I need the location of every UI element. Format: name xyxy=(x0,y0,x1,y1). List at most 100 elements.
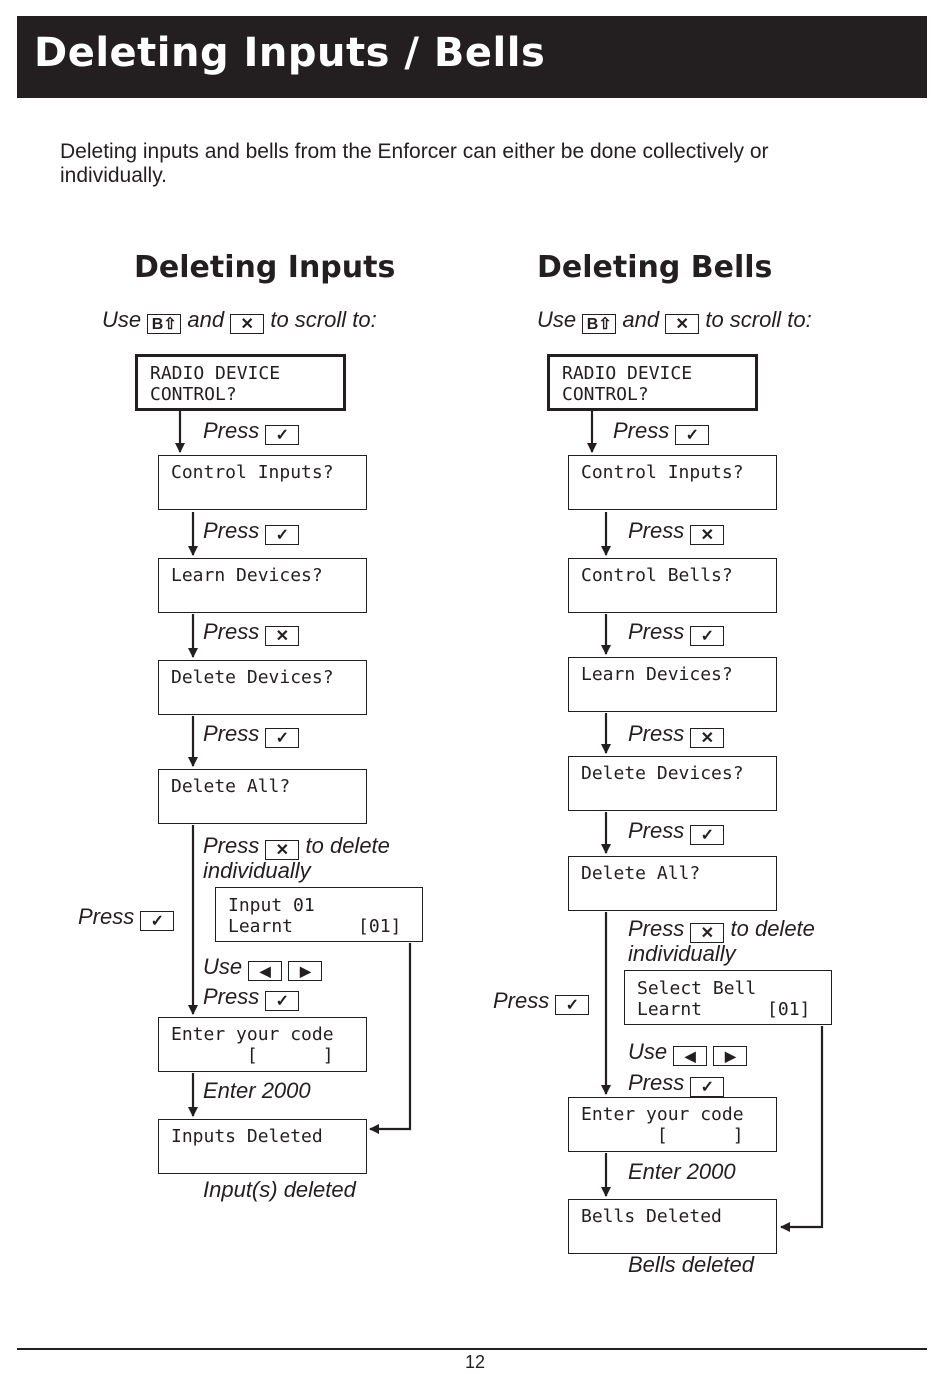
bells-press-tick-all: Press ✓ xyxy=(493,988,590,1015)
page-header: Deleting Inputs / Bells xyxy=(17,16,927,98)
lcd-radio-device-control: RADIO DEVICE CONTROL? xyxy=(547,354,758,411)
inputs-scroll-instruction: Use B⇧ and ✕ to scroll to: xyxy=(102,307,377,334)
press-label: Press xyxy=(628,721,685,746)
x-key-icon: ✕ xyxy=(690,525,725,545)
lcd-enter-your-code: Enter your code [ ] xyxy=(568,1097,777,1152)
lcd-delete-all: Delete All? xyxy=(568,856,777,911)
use-label: Use xyxy=(628,1039,668,1064)
individually-label: individually xyxy=(203,858,311,883)
lcd-inputs-deleted: Inputs Deleted xyxy=(158,1119,367,1174)
inputs-use-arrows: Use ◀ ▶ xyxy=(203,954,323,981)
inputs-step-press: Press ✓ xyxy=(203,984,300,1011)
lcd-radio-device-control: RADIO DEVICE CONTROL? xyxy=(135,354,346,411)
bells-use-arrows: Use ◀ ▶ xyxy=(628,1039,748,1066)
lcd-delete-devices: Delete Devices? xyxy=(158,660,367,715)
lcd-learn-devices: Learn Devices? xyxy=(158,558,367,613)
press-label: Press xyxy=(628,818,685,843)
press-label: Press xyxy=(203,418,260,443)
instruction-text: and xyxy=(622,307,660,332)
lcd-learn-devices: Learn Devices? xyxy=(568,657,777,712)
inputs-press-x-individually: Press ✕ to delete xyxy=(203,833,390,860)
tick-key-icon: ✓ xyxy=(265,991,300,1011)
b-key-icon: B⇧ xyxy=(147,314,182,334)
bells-step-press: Press ✓ xyxy=(628,818,725,845)
instruction-text: and xyxy=(187,307,225,332)
press-label: Press xyxy=(613,418,670,443)
x-key-icon: ✕ xyxy=(690,728,725,748)
inputs-step-press: Press ✕ xyxy=(203,619,300,646)
left-arrow-key-icon: ◀ xyxy=(673,1046,708,1066)
tick-key-icon: ✓ xyxy=(265,425,300,445)
press-label: Press xyxy=(203,619,260,644)
bells-scroll-instruction: Use B⇧ and ✕ to scroll to: xyxy=(537,307,812,334)
page-title: Deleting Inputs / Bells xyxy=(34,30,546,76)
x-key-icon: ✕ xyxy=(230,314,265,334)
press-label: Press xyxy=(628,518,685,543)
to-delete-label: to delete xyxy=(730,916,815,941)
tick-key-icon: ✓ xyxy=(690,1077,725,1097)
press-label: Press xyxy=(493,988,550,1013)
bells-section-title: Deleting Bells xyxy=(537,250,773,285)
press-label: Press xyxy=(628,619,685,644)
bells-result-label: Bells deleted xyxy=(628,1252,754,1277)
flow-arrow xyxy=(780,1026,824,1232)
instruction-text: to scroll to: xyxy=(270,307,377,332)
flow-arrow xyxy=(369,943,412,1134)
instruction-text: to scroll to: xyxy=(705,307,812,332)
inputs-step-press: Press ✓ xyxy=(203,721,300,748)
intro-paragraph: Deleting inputs and bells from the Enfor… xyxy=(60,140,769,187)
x-key-icon: ✕ xyxy=(265,626,300,646)
lcd-control-bells: Control Bells? xyxy=(568,558,777,613)
inputs-section-title: Deleting Inputs xyxy=(134,250,396,285)
bells-step-press: Press ✕ xyxy=(628,721,725,748)
tick-key-icon: ✓ xyxy=(265,728,300,748)
press-label: Press xyxy=(203,721,260,746)
instruction-text: Use xyxy=(102,307,142,332)
press-label: Press xyxy=(203,518,260,543)
left-arrow-key-icon: ◀ xyxy=(248,961,283,981)
lcd-delete-all: Delete All? xyxy=(158,769,367,824)
press-label: Press xyxy=(203,984,260,1009)
bells-enter-2000: Enter 2000 xyxy=(628,1159,736,1184)
use-label: Use xyxy=(203,954,243,979)
tick-key-icon: ✓ xyxy=(555,995,590,1015)
inputs-press-tick-all: Press ✓ xyxy=(78,904,175,931)
press-label: Press xyxy=(203,833,260,858)
lcd-enter-your-code: Enter your code [ ] xyxy=(158,1017,367,1072)
tick-key-icon: ✓ xyxy=(140,911,175,931)
lcd-bells-deleted: Bells Deleted xyxy=(568,1199,777,1254)
lcd-control-inputs: Control Inputs? xyxy=(158,455,367,510)
inputs-step-press: Press ✓ xyxy=(203,518,300,545)
tick-key-icon: ✓ xyxy=(265,525,300,545)
tick-key-icon: ✓ xyxy=(690,825,725,845)
right-arrow-key-icon: ▶ xyxy=(288,961,323,981)
bells-step-press: Press ✓ xyxy=(628,1070,725,1097)
x-key-icon: ✕ xyxy=(690,923,725,943)
instruction-text: Use xyxy=(537,307,577,332)
lcd-delete-devices: Delete Devices? xyxy=(568,756,777,811)
press-label: Press xyxy=(628,1070,685,1095)
bells-step-press: Press ✓ xyxy=(613,418,710,445)
tick-key-icon: ✓ xyxy=(675,425,710,445)
press-label: Press xyxy=(628,916,685,941)
inputs-result-label: Input(s) deleted xyxy=(203,1177,356,1202)
page-number: 12 xyxy=(464,1352,486,1372)
right-arrow-key-icon: ▶ xyxy=(713,1046,748,1066)
bells-step-press: Press ✕ xyxy=(628,518,725,545)
to-delete-label: to delete xyxy=(305,833,390,858)
bells-step-press: Press ✓ xyxy=(628,619,725,646)
tick-key-icon: ✓ xyxy=(690,626,725,646)
inputs-step-press: Press ✓ xyxy=(203,418,300,445)
bells-press-x-individually: Press ✕ to delete xyxy=(628,916,815,943)
footer-rule xyxy=(17,1348,927,1350)
individually-label: individually xyxy=(628,941,736,966)
inputs-enter-2000: Enter 2000 xyxy=(203,1078,311,1103)
x-key-icon: ✕ xyxy=(665,314,700,334)
lcd-input-01-learnt: Input 01 Learnt [01] xyxy=(215,887,423,942)
press-label: Press xyxy=(78,904,135,929)
b-key-icon: B⇧ xyxy=(582,314,617,334)
lcd-select-bell-learnt: Select Bell Learnt [01] xyxy=(624,970,832,1025)
x-key-icon: ✕ xyxy=(265,840,300,860)
lcd-control-inputs: Control Inputs? xyxy=(568,455,777,510)
